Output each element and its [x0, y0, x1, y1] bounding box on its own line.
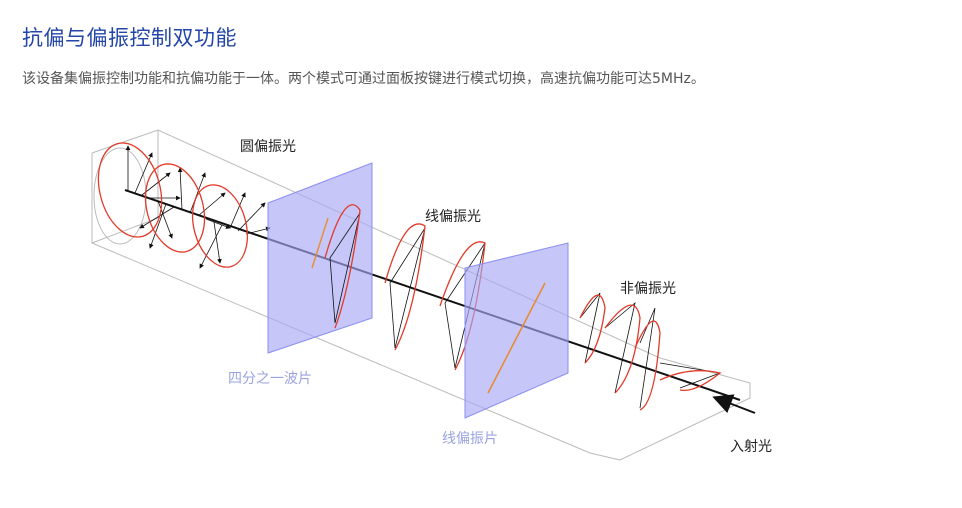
incident-arrow: [712, 394, 756, 414]
linear-polarizer: [464, 242, 569, 419]
unpolarized-wave: [579, 292, 722, 409]
quarter-wave-plate: [267, 162, 373, 354]
label-circular: 圆偏振光: [240, 139, 296, 155]
polarization-illustration: [91, 129, 756, 461]
unpolarized-envelope: [579, 294, 722, 411]
label-unpolarized: 非偏振光: [620, 281, 676, 297]
polarization-diagram: 圆偏振光 线偏振光 非偏振光 入射光 四分之一波片 线偏振片: [80, 118, 800, 478]
section-title: 抗偏与偏振控制双功能: [22, 26, 237, 50]
label-incident: 入射光: [730, 439, 772, 455]
label-quarter-wave: 四分之一波片: [228, 371, 312, 387]
label-polarizer: 线偏振片: [442, 431, 498, 447]
label-linear-top: 线偏振光: [425, 209, 481, 225]
circular-envelope: [97, 142, 249, 268]
circular-wave: [125, 145, 271, 269]
section-description: 该设备集偏振控制功能和抗偏功能于一体。两个模式可通过面板按键进行模式切换，高速抗…: [22, 71, 705, 87]
